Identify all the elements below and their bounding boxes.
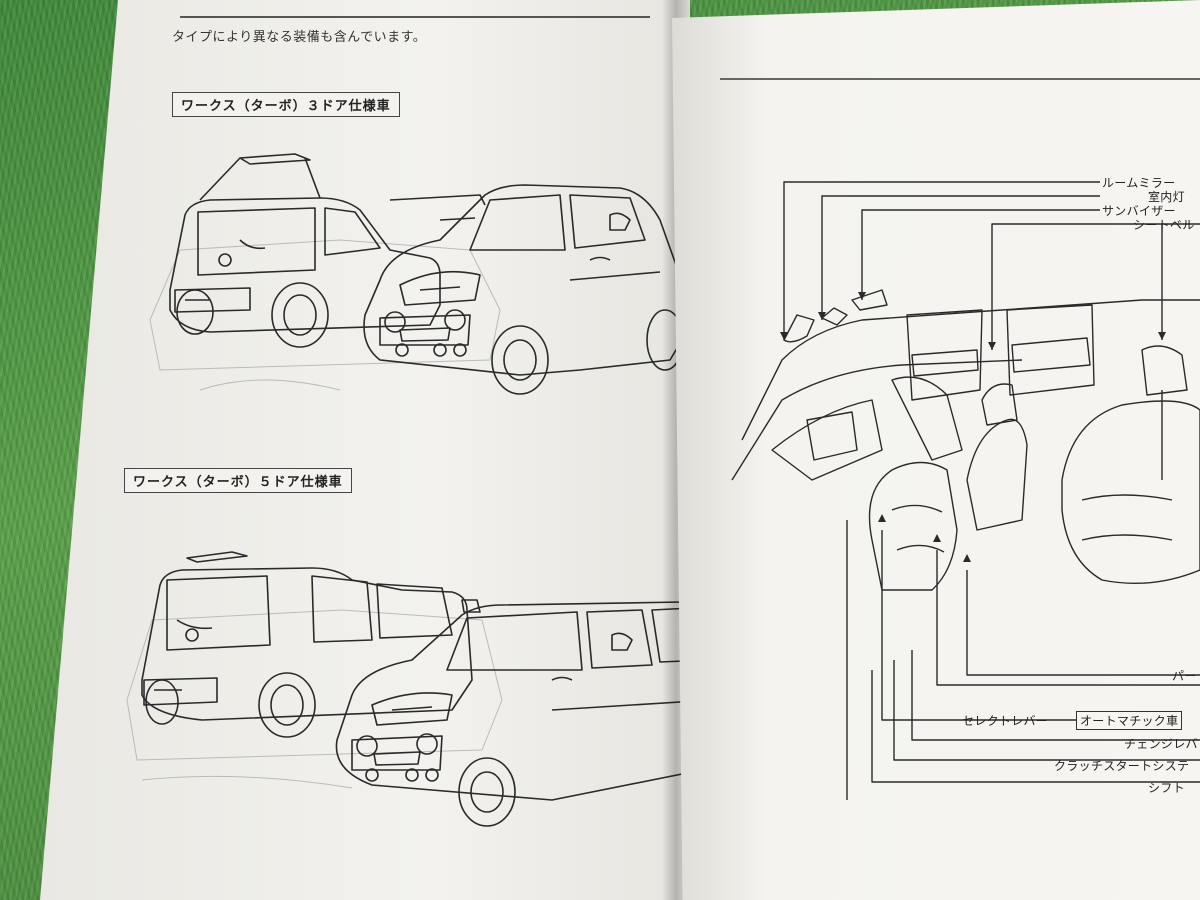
callout-automatic: オートマチック車 [1076,711,1183,730]
callout-seat-belt: シートベル [1133,218,1195,232]
callout-clutch-start: クラッチスタートシステ [1054,759,1190,773]
label-3door: ワークス（ターボ）３ドア仕様車 [172,92,400,117]
left-page [40,0,690,900]
interior-illustration [731,181,1200,800]
right-header-rule [720,78,1200,80]
callout-select-lever: セレクトレバー [962,714,1049,728]
right-page [672,0,1200,900]
car-illustration-5door [126,551,718,827]
callout-change-lever: チェンジレバ [1124,737,1198,751]
callout-shift: シフト [1148,781,1185,795]
callout-room-mirror: ルームミラー [1102,176,1176,190]
car-illustration-3door [149,153,689,395]
label-5door: ワークス（ターボ）５ドア仕様車 [124,468,352,493]
callout-interior-light: 室内灯 [1148,190,1185,204]
callout-sun-visor: サンバイザー [1102,204,1176,218]
top-rule [180,16,650,18]
intro-text: タイプにより異なる装備も含んでいます。 [172,30,427,45]
callout-parking: パー [1172,669,1197,683]
